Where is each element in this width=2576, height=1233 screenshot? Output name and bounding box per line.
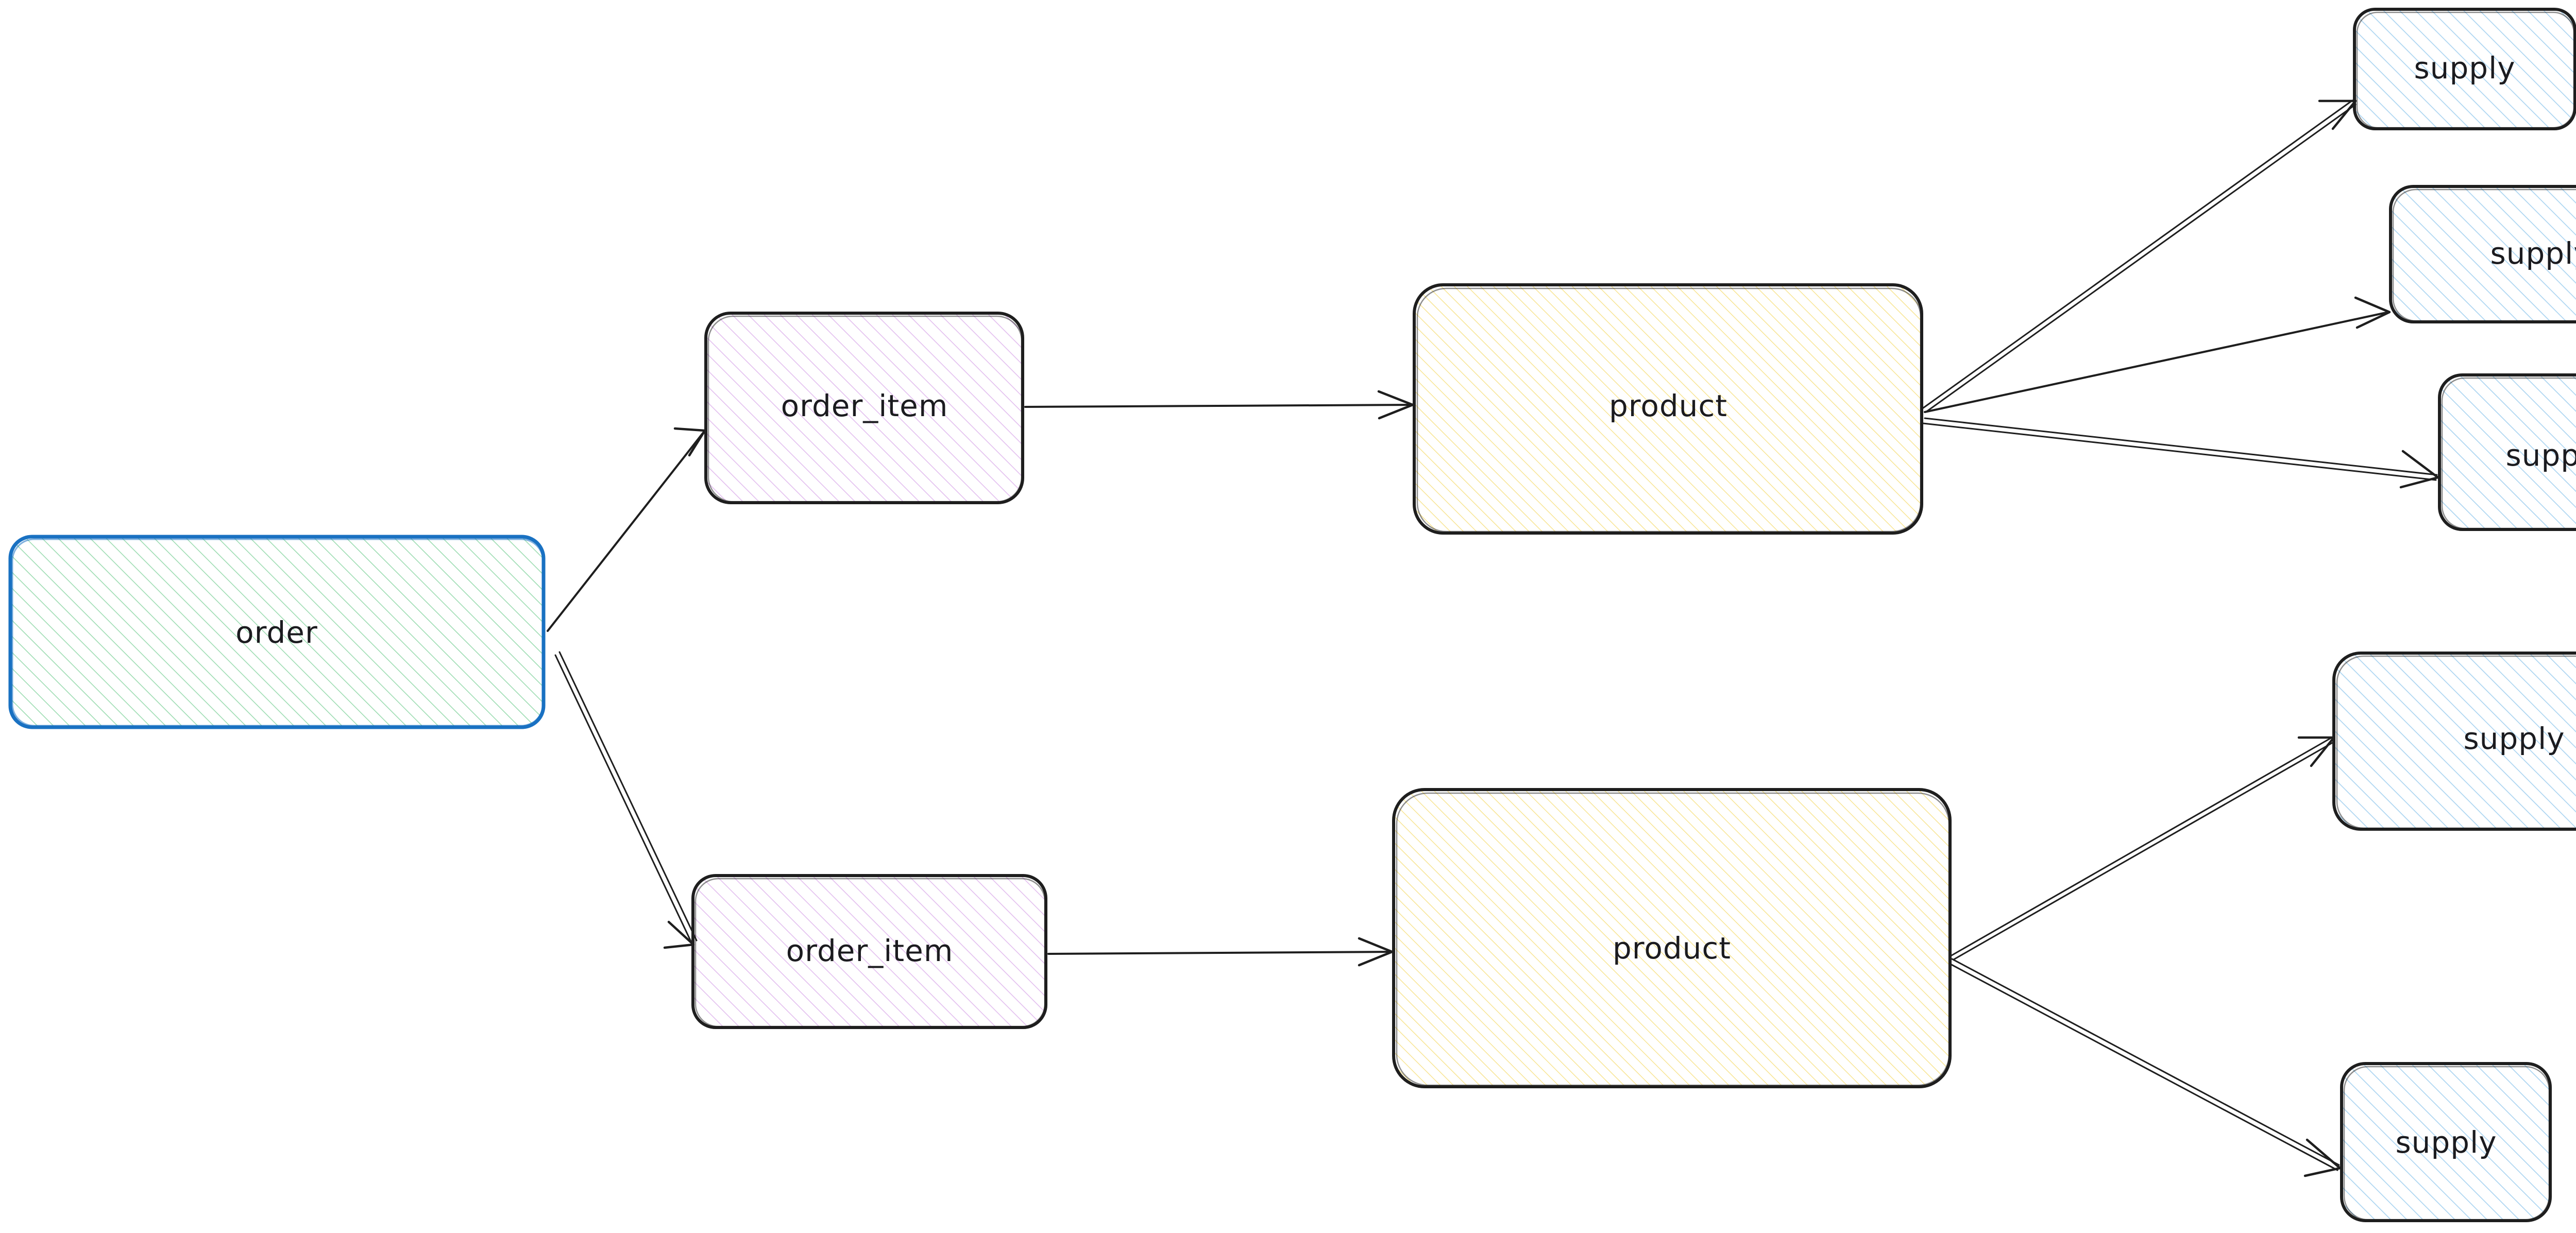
node-order-item-top-outline (704, 312, 1024, 504)
node-product-top-outline-sketch (1416, 287, 1922, 533)
node-supply-4-label: supply (2463, 721, 2565, 756)
node-supply-4-outline-sketch (2336, 655, 2576, 829)
node-product-bottom-outline-sketch (1396, 792, 1950, 1086)
node-order-item-bottom-outline-sketch (694, 878, 1046, 1028)
node-product-top-label: product (1609, 388, 1727, 423)
node-supply-1-outline (2353, 8, 2576, 130)
node-supply-2-fill (2391, 186, 2576, 322)
node-order-item-top-label: order_item (781, 388, 948, 423)
node-product-bottom-fill (1394, 790, 1950, 1087)
node-supply-5-label: supply (2395, 1125, 2497, 1160)
node-supply-4[interactable]: supply (2332, 652, 2576, 831)
node-supply-3-outline-sketch (2441, 377, 2576, 529)
node-order-item-bottom-fill (693, 876, 1046, 1028)
node-supply-1-label: supply (2414, 50, 2515, 85)
node-supply-3[interactable]: supply (2438, 373, 2576, 531)
edge-product-bottom-to-supply-4[interactable] (1951, 736, 2335, 961)
node-order-fill (10, 537, 544, 727)
edge-product-top-to-supply-3[interactable] (1922, 417, 2439, 489)
node-order-item-bottom-outline (691, 874, 1047, 1029)
node-order-item-bottom[interactable]: order_item (691, 874, 1047, 1029)
node-supply-4-outline (2332, 652, 2576, 831)
node-product-top-outline (1413, 283, 1923, 535)
node-supply-3-outline (2438, 373, 2576, 531)
node-supply-2-label: supply (2490, 236, 2576, 271)
edge-order-item-bottom-to-product-bottom[interactable] (1047, 937, 1394, 967)
node-order-item-top[interactable]: order_item (704, 312, 1024, 504)
edge-product-top-to-supply-2[interactable] (1924, 296, 2391, 413)
edge-order-item-top-to-product-top[interactable] (1024, 390, 1414, 420)
node-product-top[interactable]: product (1413, 283, 1923, 535)
node-supply-1[interactable]: supply (2353, 8, 2576, 130)
node-order[interactable]: order (8, 535, 546, 729)
edge-order-to-order-item-bottom[interactable] (554, 651, 698, 949)
node-product-bottom[interactable]: product (1392, 788, 1952, 1088)
node-product-top-fill (1414, 285, 1922, 533)
node-order-outline-sketch (11, 538, 544, 727)
node-order-item-top-fill (706, 313, 1023, 503)
node-supply-1-outline-sketch (2356, 11, 2575, 129)
node-supply-5[interactable]: supply (2340, 1062, 2552, 1222)
node-product-bottom-outline (1392, 788, 1952, 1088)
node-product-bottom-label: product (1613, 931, 1731, 966)
node-supply-2-outline (2389, 185, 2576, 323)
node-supply-4-fill (2334, 653, 2576, 829)
node-supply-5-outline (2340, 1062, 2552, 1222)
node-supply-3-label: supply (2505, 438, 2576, 473)
node-supply-3-fill (2439, 375, 2576, 529)
node-supply-2-outline-sketch (2392, 189, 2576, 322)
node-supply-5-outline-sketch (2343, 1066, 2550, 1221)
edges-layer (547, 99, 2439, 1177)
edge-order-to-order-item-top[interactable] (547, 427, 706, 632)
node-order-label: order (235, 615, 318, 650)
node-supply-5-fill (2342, 1064, 2550, 1221)
node-supply-2[interactable]: supply (2389, 185, 2576, 323)
edge-product-bottom-to-supply-5[interactable] (1950, 958, 2342, 1177)
node-order-item-top-outline-sketch (707, 315, 1023, 503)
node-order-item-bottom-label: order_item (786, 933, 954, 968)
node-supply-1-fill (2354, 9, 2575, 129)
